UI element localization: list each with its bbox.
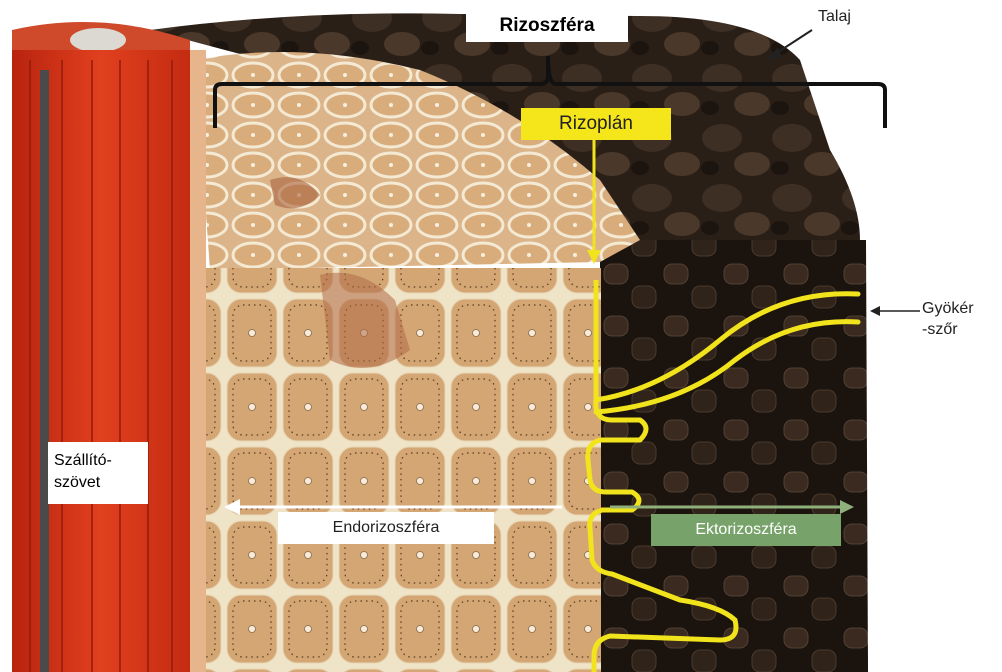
rizoszfera-title: Rizoszféra xyxy=(466,10,628,42)
vascular-cylinder xyxy=(12,50,190,672)
rizoplan-label: Rizoplán xyxy=(521,108,671,140)
endorizoszfera-label: Endorizoszféra xyxy=(278,512,494,544)
ektorizoszfera-label: Ektorizoszféra xyxy=(651,514,841,546)
gyokerszor-label: Gyökér -szőr xyxy=(922,298,974,340)
talaj-label: Talaj xyxy=(818,8,851,26)
szallitoszovet-label: Szállító- szövet xyxy=(48,442,148,504)
